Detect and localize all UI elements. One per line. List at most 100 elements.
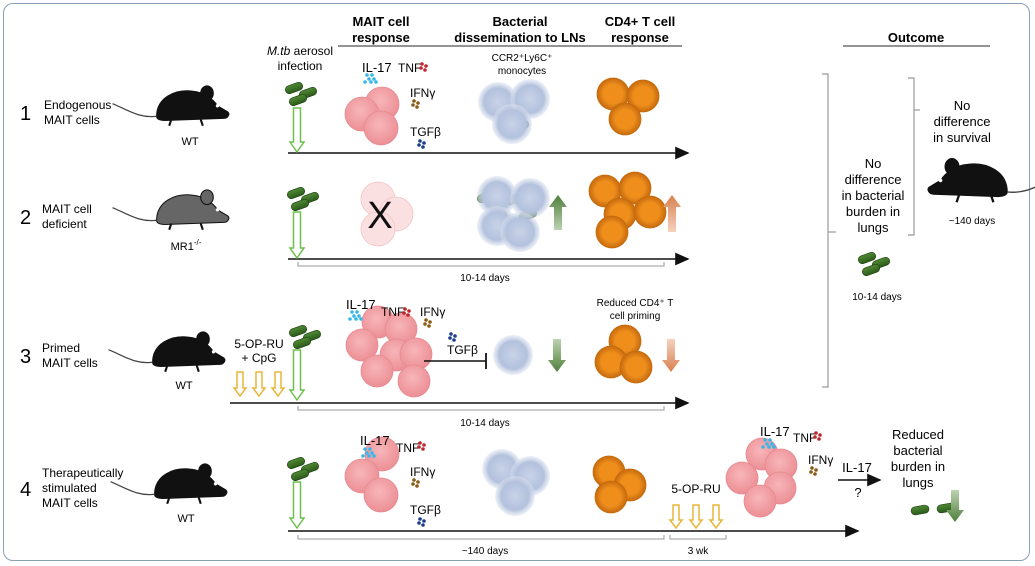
cd4-cell: [626, 79, 660, 113]
bacterium: [287, 186, 305, 200]
mouse-feet: [168, 119, 204, 127]
cd4-cell: [594, 480, 628, 514]
monocyte-label-line2: monocytes: [498, 66, 546, 77]
bacterium: [910, 504, 930, 516]
treatment-arrow: [668, 504, 684, 530]
cytokine-dot: [416, 101, 420, 105]
mouse-body: [112, 85, 230, 127]
bacterium-body: [287, 456, 305, 470]
cytokine-dot: [422, 519, 426, 523]
cd4-cell-clusters: [588, 77, 667, 514]
row-3-mouse-label: WT: [175, 380, 192, 392]
cytokine-dot: [763, 438, 767, 442]
duration-row3: 10-14 days: [460, 418, 509, 429]
reduced-priming-line1: Reduced CD4⁺ T: [597, 298, 674, 309]
cytokine-dot: [452, 338, 456, 342]
tgfb-label: TGFβ: [410, 503, 441, 517]
mouse-wt-row1: [112, 85, 230, 127]
cd4-cell: [608, 102, 642, 136]
tnf-label: TNF: [381, 305, 404, 319]
cytokine-dot: [417, 445, 421, 449]
bacteria-cluster: [285, 81, 317, 107]
cytokine-dot: [365, 73, 369, 77]
mouse-feet: [166, 497, 202, 505]
mouse-body: [927, 157, 1035, 203]
decrease-arrow: [946, 490, 964, 522]
bacteria-cluster: [289, 324, 321, 350]
cytokine-dot: [453, 334, 457, 338]
outcome-survival-line1: No: [954, 98, 971, 113]
cytokine-dot: [370, 73, 374, 77]
mait-cell: [397, 364, 431, 398]
cytokine-dots: [348, 62, 822, 527]
outcome-reduced-line2: bacterial: [893, 443, 942, 458]
increase-arrow: [549, 195, 567, 230]
infection-label-line2: infection: [278, 59, 323, 73]
duration-brackets: [297, 262, 727, 540]
infection-arrow: [288, 211, 306, 260]
cytokine-dot: [354, 317, 358, 321]
mouse-eye: [215, 104, 220, 108]
mait-cell: [364, 436, 400, 472]
bacterium-body: [293, 336, 311, 350]
cytokine-dot: [372, 77, 376, 81]
mouse-eye: [215, 208, 220, 212]
cytokine-dot: [817, 437, 821, 441]
cytokine-dot: [423, 68, 427, 72]
mouse-wt-row4: [110, 463, 228, 505]
monocyte: [510, 178, 550, 218]
decrease-arrow: [662, 339, 680, 372]
header-dissemination-line1: Bacterial: [493, 14, 548, 29]
cd4-cell: [588, 174, 622, 208]
reduced-priming-line2: cell priming: [610, 311, 661, 322]
outcome-brackets: [822, 73, 920, 388]
cytokine-dot: [423, 322, 427, 326]
cd4-cell: [596, 77, 630, 111]
mouse-torso: [154, 468, 228, 500]
cytokine-dot: [772, 445, 776, 449]
header-mait-line2: response: [352, 30, 410, 45]
tnf-label: TNF: [396, 441, 419, 455]
cytokine-dot: [428, 320, 432, 324]
outcome-reduced-line4: lungs: [902, 475, 934, 490]
treatment-arrow: [708, 504, 724, 530]
mouse-torso: [927, 163, 1008, 198]
monocyte-clusters: [477, 79, 550, 516]
cytokine-dot: [361, 454, 365, 458]
cytokine-dot: [419, 66, 423, 70]
mouse-eye: [213, 482, 218, 486]
bacterium-body: [858, 251, 876, 265]
header-cd4-line1: CD4+ T cell: [605, 14, 675, 29]
row-4-label-line1: Therapeutically: [42, 466, 123, 480]
row-2-number: 2: [20, 207, 31, 229]
bacterium-body: [289, 93, 307, 107]
cytokines-row4: IL-17 TNF IFNγ TGFβ: [360, 433, 441, 517]
mouse-torso: [156, 194, 230, 226]
cytokine-dot: [417, 143, 421, 147]
il17-label: IL-17: [360, 433, 390, 448]
cytokine-dot: [449, 332, 453, 336]
cd4-cell-inner: [602, 222, 622, 242]
column-headers: MAIT cell response Bacterial disseminati…: [338, 14, 990, 47]
row-labels: 1 Endogenous MAIT cells 2 MAIT cell defi…: [20, 98, 123, 510]
cytokine-dot: [374, 80, 378, 84]
treatment-arrow: [232, 371, 248, 398]
cytokines-row4-stim: IL-17 TNF IFNγ: [760, 424, 833, 467]
cd4-cell-inner: [615, 331, 635, 351]
cytokine-dot: [427, 324, 431, 328]
cytokine-dot: [367, 77, 371, 81]
row-4-label-line3: MAIT cells: [42, 496, 98, 510]
mait-cell: [725, 461, 759, 495]
cytokine-dot: [352, 314, 356, 318]
cd4-cell-inner: [615, 109, 635, 129]
mait-cell: [345, 328, 379, 362]
tnf-label: TNF: [398, 61, 421, 75]
cytokine-dot: [411, 103, 415, 107]
row-2-label-line1: MAIT cell: [42, 202, 92, 216]
cd4-cell: [618, 171, 652, 205]
cytokine-dot: [367, 454, 371, 458]
mouse-feet: [168, 223, 204, 231]
outcome-survival-line3: in survival: [933, 130, 991, 145]
cd4-cell: [595, 215, 629, 249]
